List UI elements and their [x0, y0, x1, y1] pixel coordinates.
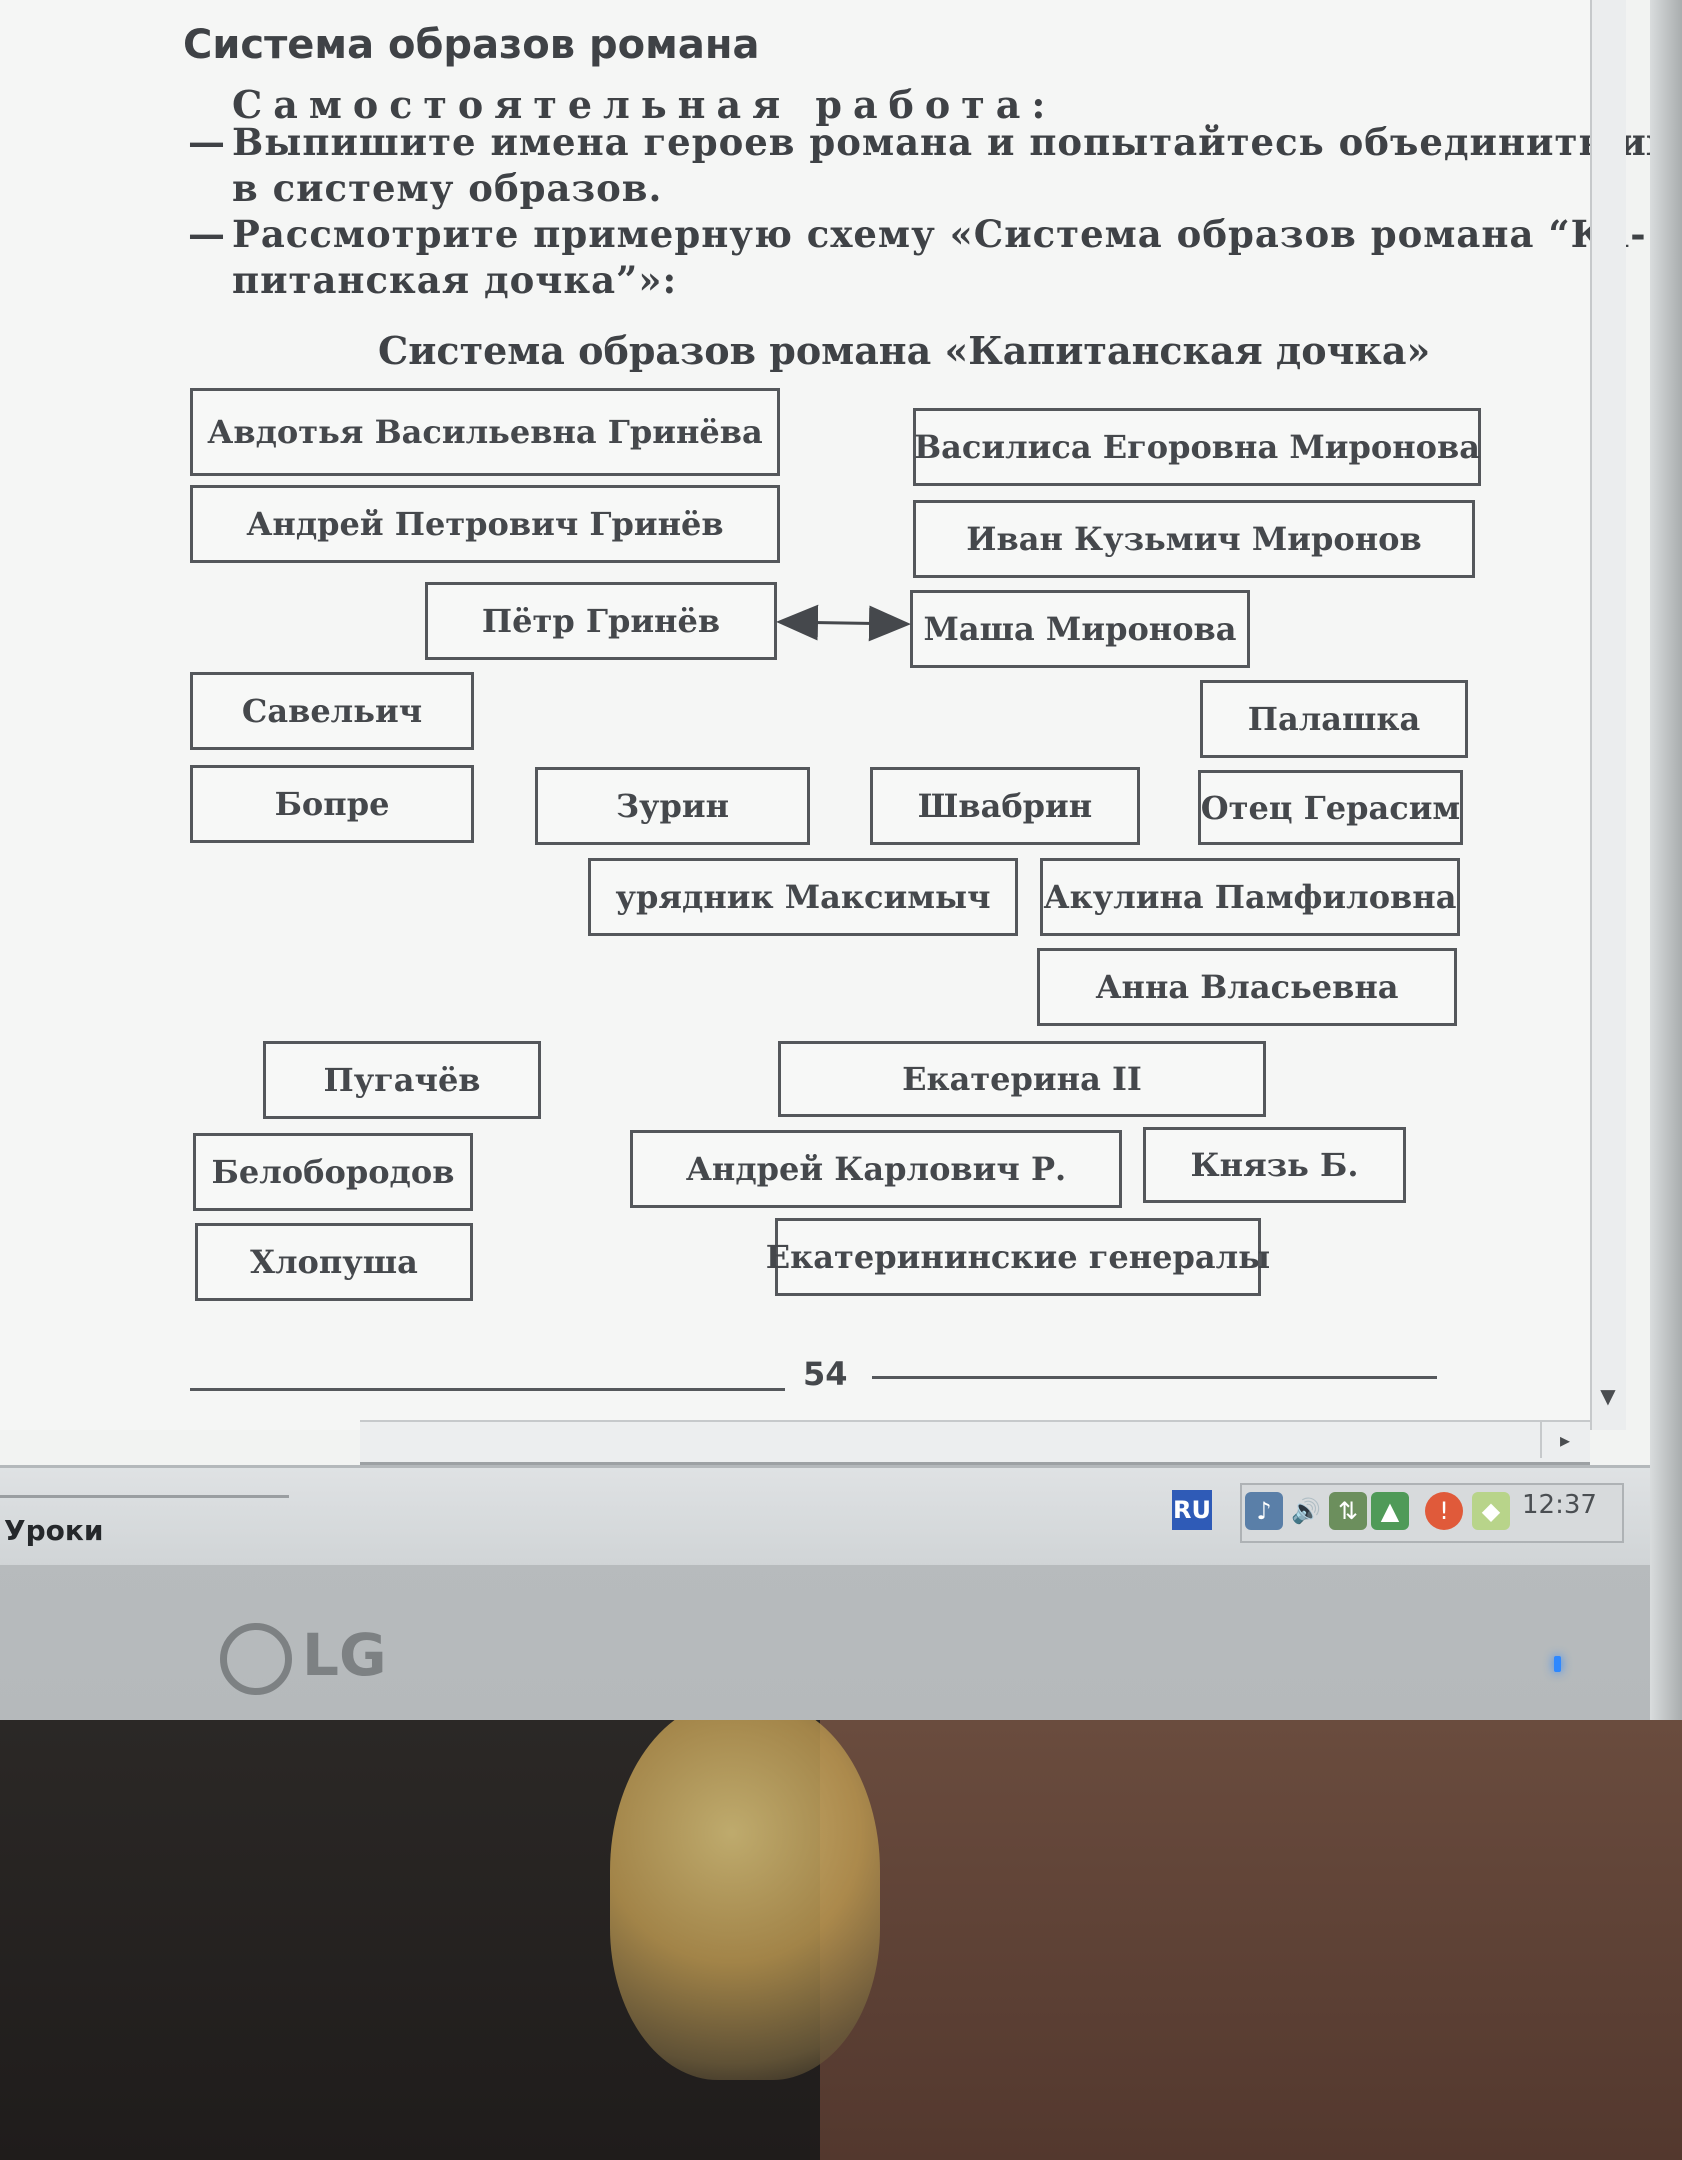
- network-tray-icon[interactable]: ⇅: [1329, 1492, 1367, 1530]
- footer-rule-right: [872, 1376, 1437, 1379]
- monitor-bezel-right: [1650, 0, 1682, 1720]
- language-indicator[interactable]: RU: [1172, 1490, 1212, 1530]
- character-box-shvabrin: Швабрин: [870, 767, 1140, 845]
- task-item-2-line-2: питанская дочка”»:: [232, 258, 678, 302]
- diagram-title: Система образов романа «Капитанская дочк…: [378, 328, 1431, 373]
- logo-ring-icon: [220, 1622, 292, 1695]
- character-box-petr-grinev: Пётр Гринёв: [425, 582, 777, 660]
- character-box-masha: Маша Миронова: [910, 590, 1250, 668]
- desk-background-right: [820, 1720, 1682, 2160]
- task-heading: Самостоятельная работа:: [232, 82, 1057, 127]
- character-box-bopre: Бопре: [190, 765, 474, 843]
- task-item-1-line-1: Выпишите имена героев романа и попытайте…: [232, 120, 1650, 164]
- character-box-vasilisa: Василиса Егоровна Миронова: [913, 408, 1481, 486]
- character-box-ivan-kuzmich: Иван Кузьмич Миронов: [913, 500, 1475, 578]
- character-box-savelich: Савельич: [190, 672, 474, 750]
- section-title: Система образов романа: [183, 22, 760, 68]
- scroll-right-arrow-icon[interactable]: ▸: [1540, 1422, 1588, 1458]
- task-item-1-line-2: в систему образов.: [232, 166, 663, 210]
- taskbar-clock[interactable]: 12:37: [1522, 1490, 1597, 1520]
- security-tray-icon[interactable]: ◆: [1472, 1492, 1510, 1530]
- scroll-down-arrow-icon[interactable]: ▼: [1600, 1384, 1616, 1408]
- vertical-scrollbar[interactable]: [1590, 0, 1626, 1430]
- character-box-akulina: Акулина Памфиловна: [1040, 858, 1460, 936]
- page-number: 54: [803, 1355, 848, 1393]
- character-box-generals: Екатерининские генералы: [766, 1218, 1270, 1296]
- character-box-otets-gerasim: Отец Герасим: [1198, 770, 1463, 845]
- power-led-icon: [1554, 1656, 1561, 1672]
- document-page: Система образов романа Самостоятельная р…: [183, 22, 1650, 1393]
- character-box-beloborodov: Белобородов: [193, 1133, 473, 1211]
- update-tray-icon[interactable]: ▲: [1371, 1492, 1409, 1530]
- footer-rule-left: [190, 1388, 785, 1391]
- character-box-pugachev: Пугачёв: [263, 1041, 541, 1119]
- task-item-dash: —: [188, 120, 225, 164]
- character-box-zurin: Зурин: [535, 767, 810, 845]
- character-box-andrey-petrovich: Андрей Петрович Гринёв: [190, 485, 780, 563]
- media-player-tray-icon[interactable]: ♪: [1245, 1492, 1283, 1530]
- screen: Система образов романа Самостоятельная р…: [0, 0, 1650, 1565]
- alert-tray-icon[interactable]: !: [1425, 1492, 1463, 1530]
- volume-tray-icon[interactable]: 🔊: [1291, 1497, 1321, 1525]
- character-box-khlopusha: Хлопуша: [195, 1223, 473, 1301]
- character-box-anna-vlasyevna: Анна Власьевна: [1037, 948, 1457, 1026]
- character-box-andrey-karlovich: Андрей Карлович Р.: [630, 1130, 1122, 1208]
- character-box-avdotya: Авдотья Васильевна Гринёва: [190, 388, 780, 476]
- monitor-brand-logo: LG: [220, 1615, 410, 1695]
- horizontal-scrollbar[interactable]: [360, 1420, 1590, 1465]
- character-box-uryadnik: урядник Максимыч: [588, 858, 1018, 936]
- figurine-photo-element: [610, 1700, 880, 2080]
- task-item-dash: —: [188, 212, 225, 256]
- petr-masha-double-arrow: [776, 604, 911, 642]
- character-box-palashka: Палашка: [1200, 680, 1468, 758]
- taskbar-window-button[interactable]: Уроки литерату...: [0, 1495, 289, 1564]
- character-box-ekaterina: Екатерина II: [778, 1041, 1266, 1117]
- task-item-2-line-1: Рассмотрите примерную схему «Система обр…: [232, 212, 1647, 256]
- character-box-knyaz: Князь Б.: [1143, 1127, 1406, 1203]
